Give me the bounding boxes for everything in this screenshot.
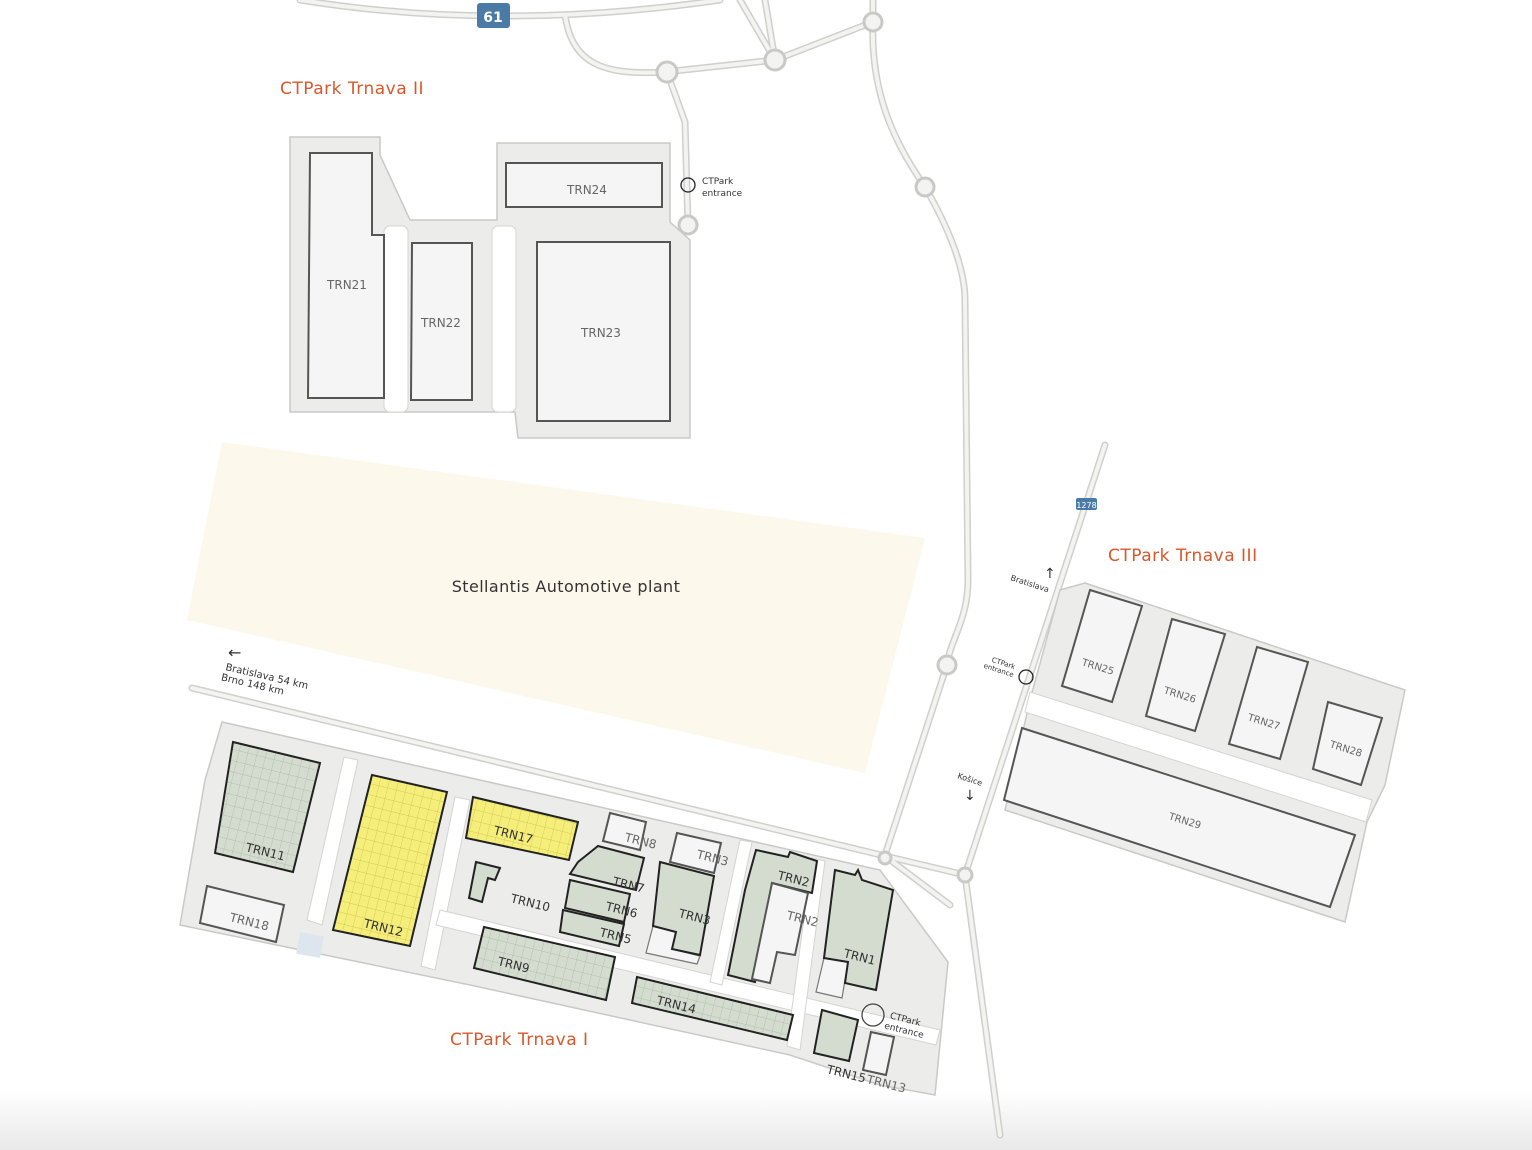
building-shape bbox=[198, 884, 286, 944]
building-shape bbox=[558, 908, 626, 948]
entrance-marker-icon bbox=[861, 1003, 885, 1027]
trnava-3-inner-road bbox=[1024, 691, 1373, 823]
building-shape bbox=[651, 860, 716, 957]
building-label: TRN24 bbox=[566, 183, 607, 197]
building-label: TRN22 bbox=[420, 316, 461, 330]
bottom-fade bbox=[0, 1090, 1532, 1150]
building-label: TRN23 bbox=[580, 326, 621, 340]
building-trn22[interactable]: TRN22 bbox=[409, 242, 473, 401]
arrow-left-icon: ← bbox=[228, 643, 241, 662]
water-area bbox=[296, 932, 324, 958]
road-network bbox=[188, 0, 1109, 1139]
building-trn23[interactable]: TRN23 bbox=[536, 241, 671, 422]
building-shape bbox=[1144, 617, 1227, 733]
svg-text:61: 61 bbox=[483, 10, 502, 26]
building-shape bbox=[472, 925, 617, 1002]
stellantis-plant-area bbox=[187, 442, 925, 773]
svg-text:Košice: Košice bbox=[956, 770, 983, 787]
entrance-marker-icon bbox=[1018, 669, 1034, 685]
building-shape bbox=[812, 1008, 860, 1063]
building-shape bbox=[1227, 645, 1310, 761]
entrance-marker-icon bbox=[680, 177, 696, 193]
building-trn3[interactable]: TRN3 bbox=[651, 860, 716, 957]
direction-west: ← Bratislava 54 km Brno 148 km bbox=[220, 643, 309, 698]
direction-north: ↑ Bratislava bbox=[1009, 566, 1055, 594]
arrow-down-icon: ↓ bbox=[964, 788, 976, 804]
building-trn6[interactable]: TRN6 bbox=[563, 878, 639, 924]
building-trn2w[interactable]: TRN2 bbox=[750, 881, 820, 985]
entrance-trnava-2[interactable]: CTPark entrance bbox=[680, 177, 743, 199]
building-trn9[interactable]: TRN9 bbox=[472, 925, 617, 1002]
direction-south: Košice ↓ bbox=[956, 770, 983, 804]
building-label: TRN21 bbox=[326, 278, 367, 292]
building-trn18[interactable]: TRN18 bbox=[198, 884, 286, 944]
plant-label: Stellantis Automotive plant bbox=[452, 577, 681, 596]
building-trn24[interactable]: TRN24 bbox=[505, 162, 663, 208]
park-label-trnava-2: CTPark Trnava II bbox=[280, 79, 424, 99]
trnava-1-lanes bbox=[306, 756, 941, 1051]
park-label-trnava-3: CTPark Trnava III bbox=[1108, 546, 1258, 566]
building-shape bbox=[306, 152, 385, 399]
svg-text:1278: 1278 bbox=[1076, 501, 1096, 510]
building-shape bbox=[750, 881, 810, 985]
building-shape bbox=[861, 1030, 896, 1077]
building-shape bbox=[601, 811, 648, 852]
building-trn27[interactable]: TRN27 bbox=[1227, 645, 1310, 761]
building-trn5[interactable]: TRN5 bbox=[558, 908, 633, 948]
building-trn3w[interactable]: TRN3 bbox=[668, 831, 730, 875]
arrow-up-icon: ↑ bbox=[1044, 566, 1056, 582]
svg-text:CTPark: CTPark bbox=[702, 177, 734, 187]
building-shape bbox=[822, 867, 895, 992]
building-shape bbox=[505, 162, 663, 208]
building-trn29[interactable]: TRN29 bbox=[1002, 726, 1357, 909]
building-trn8[interactable]: TRN8 bbox=[601, 811, 658, 852]
building-trn17[interactable]: TRN17 bbox=[464, 795, 580, 862]
building-trn21[interactable]: TRN21 bbox=[306, 152, 385, 399]
building-shape bbox=[213, 740, 322, 874]
park-label-trnava-1: CTPark Trnava I bbox=[450, 1030, 589, 1050]
building-shape bbox=[668, 831, 723, 875]
building-trn2[interactable]: TRN2 bbox=[726, 848, 819, 984]
building-shape bbox=[1060, 588, 1144, 704]
svg-text:entrance: entrance bbox=[702, 189, 743, 199]
building-shape bbox=[464, 795, 580, 862]
building-shape bbox=[1311, 700, 1384, 787]
road-1278-badge: 1278 bbox=[1076, 498, 1097, 510]
building-trn1[interactable]: TRN1 bbox=[822, 867, 895, 992]
building-shape bbox=[536, 241, 671, 422]
building-shape bbox=[1002, 726, 1357, 909]
building-shape bbox=[568, 844, 646, 892]
highway-61-badge: 61 bbox=[477, 3, 510, 28]
building-shape bbox=[467, 860, 502, 904]
building-trn26[interactable]: TRN26 bbox=[1144, 617, 1227, 733]
building-shape bbox=[630, 975, 795, 1042]
building-trn14[interactable]: TRN14 bbox=[630, 975, 795, 1042]
building-trn28[interactable]: TRN28 bbox=[1311, 700, 1384, 787]
trnava-2-lanes bbox=[383, 225, 517, 413]
building-shape bbox=[331, 773, 449, 948]
building-shape bbox=[563, 878, 632, 924]
building-trn25[interactable]: TRN25 bbox=[1060, 588, 1144, 704]
building-trn12[interactable]: TRN12 bbox=[331, 773, 449, 948]
building-trn11[interactable]: TRN11 bbox=[213, 740, 322, 874]
building-shape bbox=[409, 242, 473, 401]
